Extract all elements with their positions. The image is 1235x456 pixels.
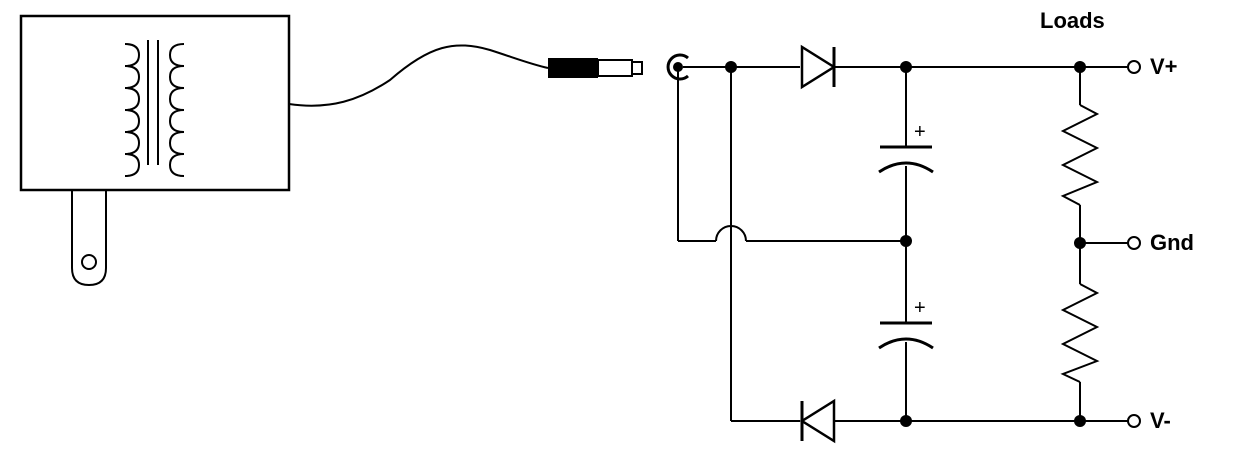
diode-top	[800, 44, 837, 90]
resistor-top	[1060, 104, 1100, 206]
terminal-v-minus	[1127, 414, 1141, 428]
capacitor-bottom	[878, 321, 934, 350]
capacitor-top	[878, 145, 934, 174]
junction-dots	[725, 61, 1086, 427]
adapter-prong	[71, 190, 107, 287]
cap-bottom-polarity: +	[914, 297, 926, 319]
v-minus-label: V-	[1150, 408, 1171, 433]
diode-bottom	[799, 398, 836, 444]
adapter-cable	[288, 44, 549, 107]
terminal-v-plus	[1127, 60, 1141, 74]
barrel-plug	[548, 58, 643, 78]
terminal-gnd	[1127, 236, 1141, 250]
prong-hole	[81, 254, 97, 270]
loads-label: Loads	[1040, 8, 1105, 33]
wall-adapter	[19, 14, 291, 287]
transformer-icon	[124, 40, 185, 177]
cap-top-polarity: +	[914, 121, 926, 143]
v-plus-label: V+	[1150, 54, 1178, 79]
gnd-label: Gnd	[1150, 230, 1194, 255]
resistor-bottom	[1060, 283, 1100, 383]
